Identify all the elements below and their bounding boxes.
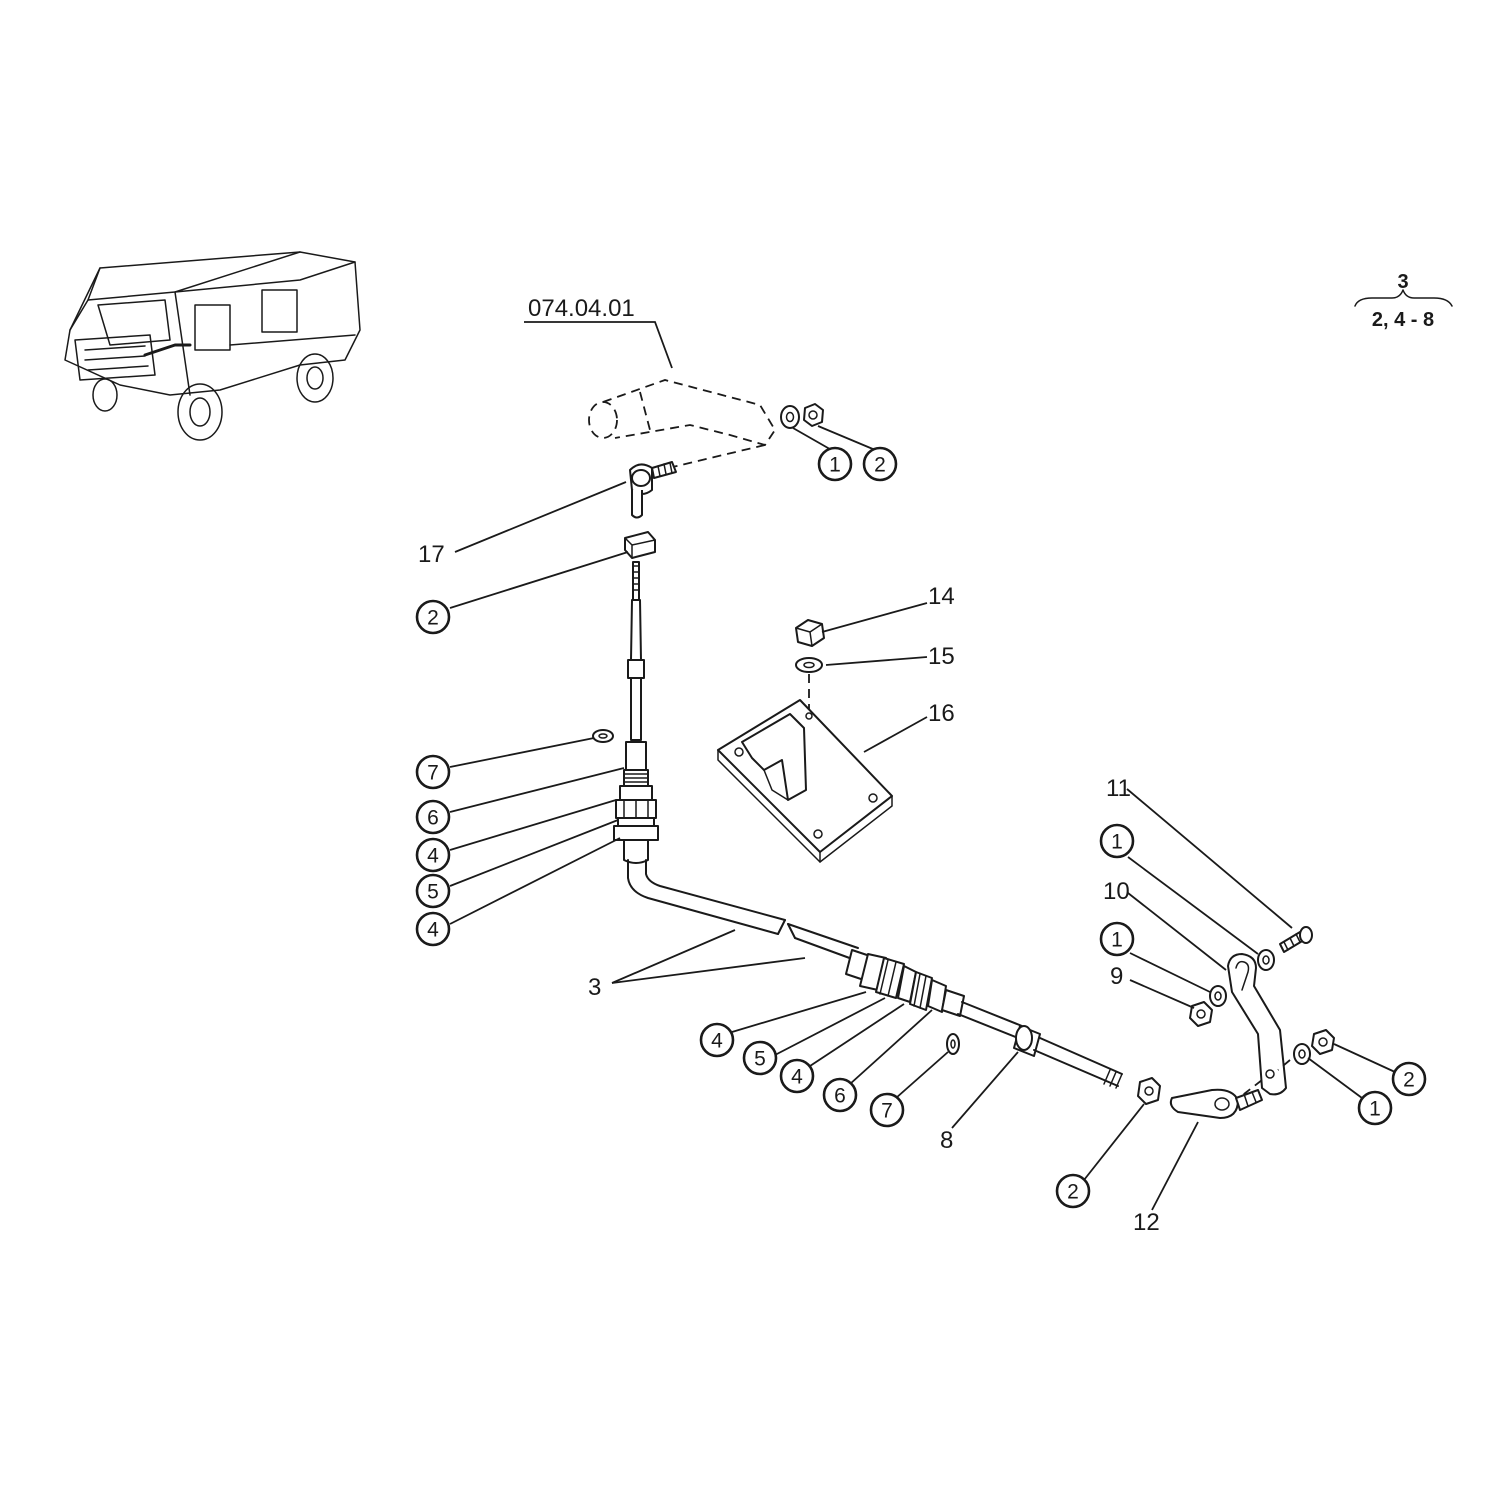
callout-16: 16 bbox=[928, 700, 955, 727]
nut-right-lower bbox=[1311, 1029, 1335, 1055]
hex-nut-upper bbox=[624, 531, 656, 559]
svg-text:2: 2 bbox=[1067, 1181, 1079, 1204]
callout-circled-4-upper-b: 4 bbox=[415, 911, 451, 947]
nut-right-mid bbox=[1189, 1001, 1213, 1027]
cable-inner-lower bbox=[946, 1001, 1123, 1089]
callout-circled-5-lower: 5 bbox=[742, 1040, 778, 1076]
callout-8: 8 bbox=[940, 1127, 953, 1154]
svg-text:1: 1 bbox=[829, 454, 841, 477]
washer-15 bbox=[795, 657, 823, 673]
washer-right-lower bbox=[1293, 1043, 1311, 1065]
svg-text:7: 7 bbox=[881, 1100, 893, 1123]
callout-11: 11 bbox=[1106, 775, 1131, 802]
callout-circled-1-top: 1 bbox=[817, 446, 853, 482]
callout-14: 14 bbox=[928, 583, 955, 610]
svg-text:6: 6 bbox=[834, 1085, 846, 1108]
callout-9: 9 bbox=[1110, 963, 1123, 990]
callout-circled-2-top: 2 bbox=[862, 446, 898, 482]
callout-circled-4-lower-a: 4 bbox=[699, 1022, 735, 1058]
callout-circled-2-right: 2 bbox=[1391, 1061, 1427, 1097]
callout-circled-6-upper: 6 bbox=[415, 799, 451, 835]
svg-text:2: 2 bbox=[1403, 1069, 1415, 1092]
assembly-reference: 074.04.01 bbox=[524, 295, 673, 369]
callout-12: 12 bbox=[1133, 1209, 1160, 1236]
callout-circled-1-right-c: 1 bbox=[1357, 1090, 1393, 1126]
svg-text:4: 4 bbox=[711, 1030, 723, 1053]
nut-lower bbox=[1137, 1077, 1161, 1105]
svg-text:6: 6 bbox=[427, 807, 439, 830]
lever-bracket bbox=[1227, 953, 1291, 1096]
callout-circled-2-upper-left: 2 bbox=[415, 599, 451, 635]
leader-lines bbox=[449, 425, 1396, 1211]
svg-text:5: 5 bbox=[754, 1048, 766, 1071]
ball-joint bbox=[629, 461, 677, 519]
nut-14 bbox=[795, 619, 825, 647]
cable-upper-vertical bbox=[592, 561, 645, 743]
callout-circled-2-lower: 2 bbox=[1055, 1173, 1091, 1209]
callout-circled-4-upper-a: 4 bbox=[415, 837, 451, 873]
mounting-plate bbox=[717, 699, 893, 863]
washer-right-upper bbox=[1257, 949, 1275, 971]
callout-circled-6-lower: 6 bbox=[822, 1077, 858, 1113]
svg-text:1: 1 bbox=[1111, 929, 1123, 952]
range-reference: 3 2, 4 - 8 bbox=[1354, 271, 1453, 331]
assembly-code-label: 074.04.01 bbox=[528, 295, 635, 322]
svg-text:1: 1 bbox=[1111, 831, 1123, 854]
svg-text:7: 7 bbox=[427, 762, 439, 785]
svg-text:4: 4 bbox=[427, 845, 439, 868]
bolt-right bbox=[1279, 926, 1313, 953]
callout-circled-5-upper: 5 bbox=[415, 873, 451, 909]
svg-text:4: 4 bbox=[427, 919, 439, 942]
cable-conduit bbox=[627, 859, 859, 961]
svg-text:1: 1 bbox=[1369, 1098, 1381, 1121]
range-bottom-label: 2, 4 - 8 bbox=[1372, 309, 1434, 331]
vehicle-thumbnail bbox=[64, 251, 361, 441]
callout-10: 10 bbox=[1103, 878, 1130, 905]
svg-text:2: 2 bbox=[427, 607, 439, 630]
callout-circled-7-upper: 7 bbox=[415, 754, 451, 790]
svg-text:4: 4 bbox=[791, 1066, 803, 1089]
linkage-arm-dashed bbox=[588, 379, 777, 471]
svg-text:5: 5 bbox=[427, 881, 439, 904]
washer-right-mid bbox=[1209, 985, 1227, 1007]
callout-15: 15 bbox=[928, 643, 955, 670]
nut-top bbox=[803, 403, 824, 427]
callout-17: 17 bbox=[418, 541, 445, 568]
washer-top bbox=[780, 405, 800, 429]
callout-circled-1-right-a: 1 bbox=[1099, 823, 1135, 859]
svg-text:2: 2 bbox=[874, 454, 886, 477]
cable-fitting-upper bbox=[613, 741, 659, 864]
clevis-end bbox=[1169, 1088, 1263, 1119]
cable-fitting-lower bbox=[845, 949, 965, 1017]
callout-circled-1-right-b: 1 bbox=[1099, 921, 1135, 957]
callout-circled-4-lower-b: 4 bbox=[779, 1058, 815, 1094]
range-top-label: 3 bbox=[1397, 271, 1408, 293]
callout-circled-7-lower: 7 bbox=[869, 1092, 905, 1128]
callout-3: 3 bbox=[588, 974, 601, 1001]
